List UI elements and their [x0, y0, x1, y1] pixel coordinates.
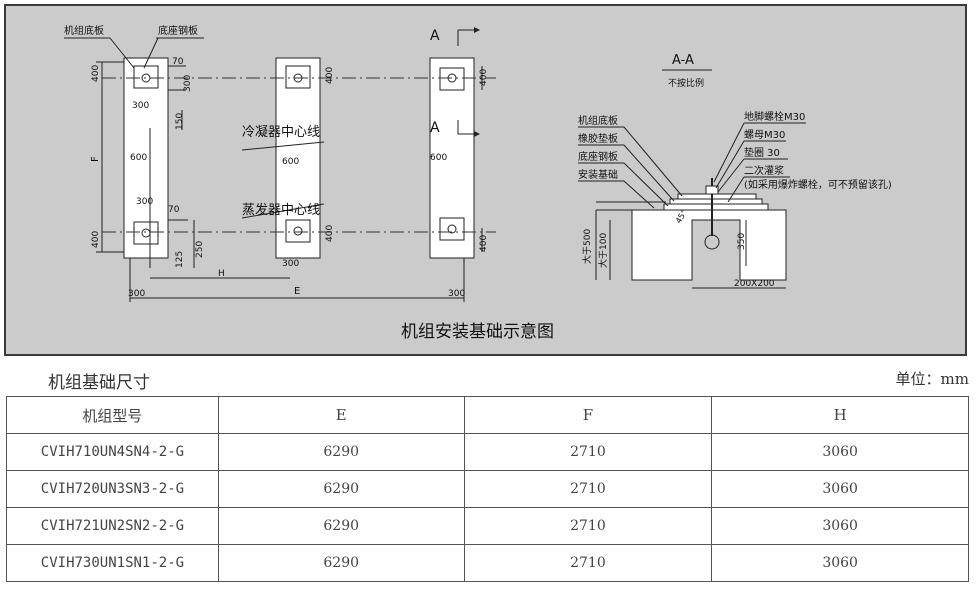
dim-E: E	[294, 286, 300, 297]
concrete-foundation	[596, 201, 787, 281]
dim-600-middle: 600	[282, 157, 299, 167]
header-H: H	[711, 396, 969, 434]
dim-F: F	[90, 156, 101, 162]
dim-400-middle-bottom: 400	[325, 225, 335, 242]
table-row: CVIH720UN3SN3-2-G 6290 2710 3060	[6, 470, 969, 508]
section-mark-top: A	[430, 28, 440, 44]
foundation-drawing: 机组底板 底座钢板 冷凝器中心线 蒸发器中心线 A A 70 300 600 6…	[4, 4, 967, 356]
section-label-nut: 螺母M30	[744, 129, 785, 141]
section-mark-bottom: A	[430, 120, 440, 136]
dimension-lines	[96, 61, 483, 302]
cell-E: 6290	[217, 507, 465, 545]
cell-model: CVIH721UN2SN2-2-G	[6, 507, 219, 545]
support-column-left	[123, 57, 169, 259]
dim-150: 150	[175, 113, 185, 130]
label-base-steel-plate: 底座钢板	[158, 24, 198, 37]
unit-base-plate-shape	[677, 193, 757, 200]
cell-model: CVIH720UN3SN3-2-G	[6, 470, 219, 508]
section-label-anchor-bolt: 地脚螺栓M30	[744, 110, 805, 123]
dim-400-right-top: 400	[479, 69, 489, 86]
section-dim-hole: 200X200	[734, 279, 775, 289]
header-F: F	[463, 396, 713, 434]
section-label-install-foundation: 安装基础	[578, 168, 618, 181]
table-header-row: 机组型号 E F H	[6, 396, 969, 434]
dim-300-right-edge: 300	[448, 289, 465, 299]
cell-E: 6290	[217, 544, 465, 582]
section-label-base-steel-plate: 底座钢板	[578, 150, 618, 163]
support-column-right	[429, 57, 475, 259]
table-row: CVIH721UN2SN2-2-G 6290 2710 3060	[6, 507, 969, 545]
cell-model: CVIH730UN1SN1-2-G	[6, 544, 219, 582]
dim-400-top-left: 400	[91, 65, 101, 82]
cell-model: CVIH710UN4SN4-2-G	[6, 433, 219, 471]
rubber-pad-shape	[669, 198, 763, 205]
foundation-dimension-table: 机组型号 E F H CVIH710UN4SN4-2-G 6290 2710 3…	[6, 396, 969, 582]
dim-600-left: 600	[130, 153, 147, 163]
cell-H: 3060	[711, 544, 969, 582]
section-label-washer: 垫圈 30	[744, 146, 780, 159]
dim-125: 125	[175, 251, 185, 268]
dim-250: 250	[195, 241, 205, 258]
base-steel-plate-shape	[663, 203, 769, 211]
cell-H: 3060	[711, 470, 969, 508]
dim-600-right: 600	[430, 153, 447, 163]
section-view: A-A 不按比例 机组底板 橡胶垫板 底座钢板 安装基础 地脚螺栓M30 螺母M…	[578, 53, 892, 289]
header-E: E	[217, 396, 465, 434]
dim-70-bottom: 70	[168, 205, 180, 215]
dim-H: H	[218, 269, 225, 279]
section-dim-100: 大于100	[597, 233, 609, 268]
section-label-grout: 二次灌浆	[744, 164, 784, 177]
dim-300-right-top: 300	[183, 75, 193, 92]
section-title: A-A	[672, 53, 694, 68]
dim-300-top: 300	[132, 101, 149, 111]
section-leader-lines	[578, 122, 806, 289]
dim-400-middle-top: 400	[325, 67, 335, 84]
dim-400-bottom-left: 400	[91, 231, 101, 248]
dim-70-top: 70	[172, 57, 184, 67]
cell-E: 6290	[217, 433, 465, 471]
cell-H: 3060	[711, 433, 969, 471]
label-condenser-centerline: 冷凝器中心线	[242, 124, 320, 140]
dim-300-middle: 300	[282, 259, 299, 269]
section-label-unit-base-plate: 机组底板	[578, 114, 618, 127]
section-subtitle: 不按比例	[668, 77, 704, 89]
support-column-middle	[275, 57, 321, 259]
unit-label: 单位：mm	[895, 370, 969, 388]
dim-400-right-bottom: 400	[479, 235, 489, 252]
section-label-rubber-pad: 橡胶垫板	[578, 132, 618, 145]
anchor-bolt-shape	[704, 178, 720, 250]
section-marks	[457, 27, 480, 137]
drawing-canvas: 机组底板 底座钢板 冷凝器中心线 蒸发器中心线 A A 70 300 600 6…	[64, 24, 892, 342]
header-model: 机组型号	[6, 396, 219, 434]
cell-F: 2710	[463, 433, 713, 471]
dim-300-left-edge: 300	[128, 289, 145, 299]
section-label-grout-note: (如采用爆炸螺栓，可不预留该孔)	[744, 178, 892, 191]
cell-H: 3060	[711, 507, 969, 545]
cell-F: 2710	[463, 470, 713, 508]
cell-F: 2710	[463, 507, 713, 545]
table-title: 机组基础尺寸	[48, 373, 150, 393]
cell-E: 6290	[217, 470, 465, 508]
label-evaporator-centerline: 蒸发器中心线	[242, 202, 320, 218]
section-dim-500: 大于500	[581, 229, 593, 264]
dim-300-bottom: 300	[136, 197, 153, 207]
section-dim-350: 350	[737, 233, 747, 250]
cell-F: 2710	[463, 544, 713, 582]
drawing-caption: 机组安装基础示意图	[401, 322, 554, 342]
leader-lines	[64, 37, 325, 219]
table-row: CVIH710UN4SN4-2-G 6290 2710 3060	[6, 433, 969, 471]
label-unit-base-plate: 机组底板	[64, 24, 104, 37]
table-row: CVIH730UN1SN1-2-G 6290 2710 3060	[6, 544, 969, 582]
